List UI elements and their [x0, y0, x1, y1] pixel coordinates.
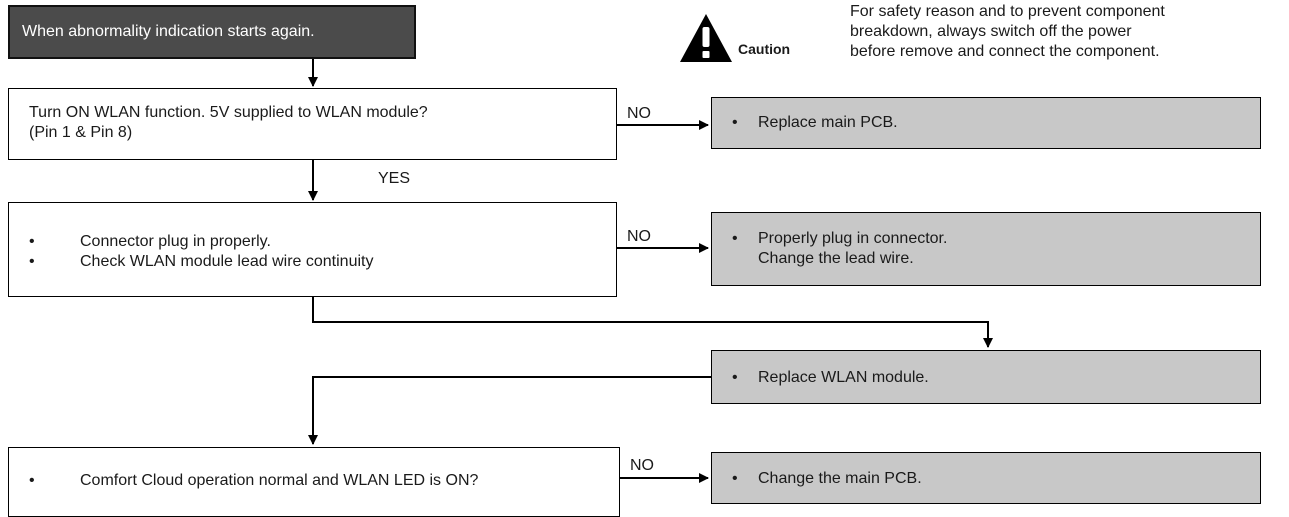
no-label: NO: [630, 457, 654, 474]
arrow-replace-wlan-to-step3: [308, 376, 712, 445]
start-condition-text: When abnormality indication starts again…: [22, 23, 315, 40]
bullet-icon: •: [29, 253, 35, 270]
action-plug-connector: • Properly plug in connector. Change the…: [711, 212, 1261, 286]
caution-icon: [678, 12, 734, 64]
step-text-line: (Pin 1 & Pin 8): [29, 124, 133, 141]
bullet-icon: •: [29, 472, 35, 489]
action-replace-wlan-module: • Replace WLAN module.: [711, 350, 1261, 404]
step-bullet-text: Check WLAN module lead wire continuity: [80, 253, 374, 270]
start-condition-box: When abnormality indication starts again…: [8, 5, 416, 59]
step-bullet-text: Comfort Cloud operation normal and WLAN …: [80, 472, 479, 489]
step-comfort-cloud-check: • Comfort Cloud operation normal and WLA…: [8, 447, 620, 517]
safety-note-line: before remove and connect the component.: [850, 43, 1160, 60]
bullet-icon: •: [29, 233, 35, 250]
no-label: NO: [627, 105, 651, 122]
bullet-icon: •: [732, 230, 738, 247]
caution-label: Caution: [738, 41, 791, 57]
step-text-line: Turn ON WLAN function. 5V supplied to WL…: [29, 104, 428, 121]
step-bullet-item: • Connector plug in properly.: [9, 232, 616, 252]
yes-label: YES: [378, 170, 411, 187]
flow-connectors: [308, 59, 993, 483]
no-label: NO: [627, 228, 651, 245]
bullet-icon: •: [732, 114, 738, 131]
bullet-icon: •: [732, 369, 738, 386]
action-text: Replace main PCB.: [758, 114, 898, 131]
safety-note: For safety reason and to prevent compone…: [850, 2, 1286, 62]
action-text: Change the lead wire.: [758, 250, 914, 267]
step-connector-check: • Connector plug in properly. • Check WL…: [8, 202, 617, 297]
bullet-icon: •: [732, 470, 738, 487]
safety-note-line: For safety reason and to prevent compone…: [850, 3, 1165, 20]
step-bullet-text: Connector plug in properly.: [80, 233, 271, 250]
step-bullet-item: • Check WLAN module lead wire continuity: [9, 252, 616, 272]
action-replace-main-pcb: • Replace main PCB.: [711, 97, 1261, 149]
action-text: Change the main PCB.: [758, 470, 922, 487]
action-text: Replace WLAN module.: [758, 369, 929, 386]
step-bullet-item: • Comfort Cloud operation normal and WLA…: [9, 471, 619, 491]
action-change-main-pcb: • Change the main PCB.: [711, 452, 1261, 504]
arrow-step2-to-replace-wlan: [312, 297, 993, 348]
action-text: Properly plug in connector.: [758, 230, 948, 247]
safety-note-line: breakdown, always switch off the power: [850, 23, 1132, 40]
step-wlan-power-check: Turn ON WLAN function. 5V supplied to WL…: [8, 88, 617, 160]
